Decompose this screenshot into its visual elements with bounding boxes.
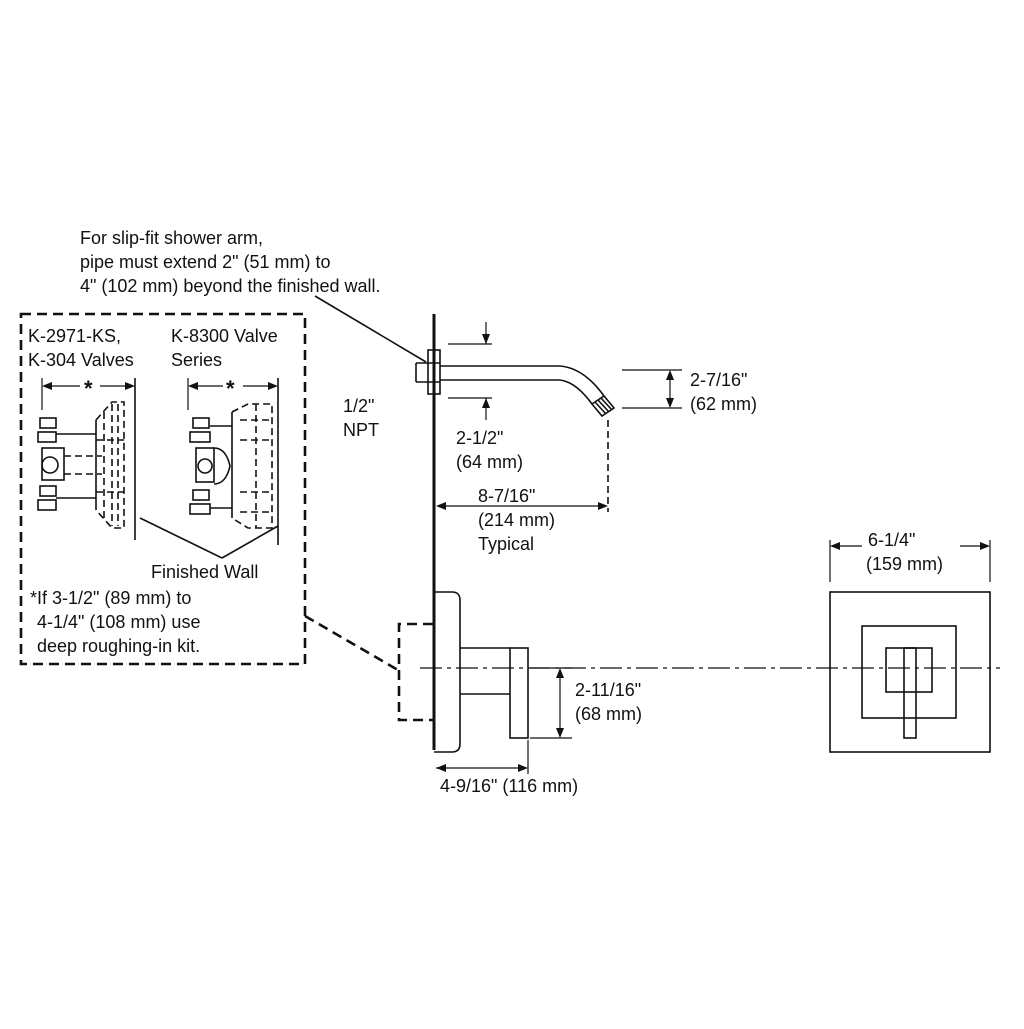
trim-plate-side [434, 591, 461, 753]
trim-width-label-line2: (159 mm) [866, 554, 943, 574]
deep-kit-note-line3: deep roughing-in kit. [37, 636, 200, 656]
shower-arm [415, 349, 616, 418]
valve-left-line1: K-2971-KS, [28, 326, 121, 346]
slip-fit-leader [314, 295, 427, 363]
pipe-extension-label-line2: (64 mm) [456, 452, 523, 472]
arm-reach-dimension [436, 420, 609, 512]
arm-reach-label-line3: Typical [478, 534, 534, 554]
handle-side [509, 647, 529, 739]
slip-fit-note-line2: pipe must extend 2" (51 mm) to [80, 252, 331, 272]
trim-side-view [434, 591, 529, 753]
right-valve-drawing [189, 403, 273, 529]
trim-depth-label: 4-9/16" (116 mm) [440, 776, 578, 796]
left-valve-drawing [37, 401, 125, 529]
handle-height-dimension [530, 667, 572, 739]
arm-drop-label-line2: (62 mm) [690, 394, 757, 414]
valve-inset-box [19, 312, 307, 666]
handle-height-label-line1: 2-11/16" [575, 680, 641, 700]
valve-right-line1: K-8300 Valve [171, 326, 278, 346]
slip-fit-note-line3: 4" (102 mm) beyond the finished wall. [80, 276, 381, 296]
left-valve-depth-dimension: * [41, 376, 136, 540]
trim-hub [885, 647, 933, 693]
finished-wall-leader-right [221, 525, 279, 559]
handle-height-label-line2: (68 mm) [575, 704, 642, 724]
valve-right-line2: Series [171, 350, 222, 370]
npt-label-line1: 1/2" [343, 396, 374, 416]
shower-arm-flange [427, 349, 441, 395]
arm-reach-label-line1: 8-7/16" [478, 486, 535, 506]
arm-reach-label-line2: (214 mm) [478, 510, 555, 530]
deep-kit-note-line2: 4-1/4" (108 mm) use [37, 612, 200, 632]
trim-inner-square [861, 625, 957, 719]
pipe-extension-dimension [448, 322, 492, 420]
trim-depth-dimension [436, 740, 529, 774]
valve-left-line2: K-304 Valves [28, 350, 134, 370]
pipe-extension-label-line1: 2-1/2" [456, 428, 503, 448]
inset-leader-line [304, 614, 399, 672]
trim-width-label-line1: 6-1/4" [868, 530, 915, 550]
right-valve-asterisk: * [226, 376, 235, 401]
arm-drop-label-line1: 2-7/16" [690, 370, 747, 390]
finished-wall-label: Finished Wall [151, 562, 258, 582]
deep-kit-note-line1: *If 3-1/2" (89 mm) to [30, 588, 191, 608]
trim-front-view [829, 591, 991, 753]
npt-label-line2: NPT [343, 420, 379, 440]
trim-plate-front [829, 591, 991, 753]
left-valve-asterisk: * [84, 376, 93, 401]
slip-fit-note-line1: For slip-fit shower arm, [80, 228, 263, 248]
handle-front [903, 647, 917, 739]
finished-wall-leader-left [139, 517, 223, 559]
trim-width-dimension [829, 540, 991, 582]
arm-drop-dimension [622, 369, 682, 409]
shower-arm-thread [590, 394, 616, 418]
right-valve-depth-dimension: * [187, 376, 279, 545]
valve-body-outline [397, 622, 433, 722]
